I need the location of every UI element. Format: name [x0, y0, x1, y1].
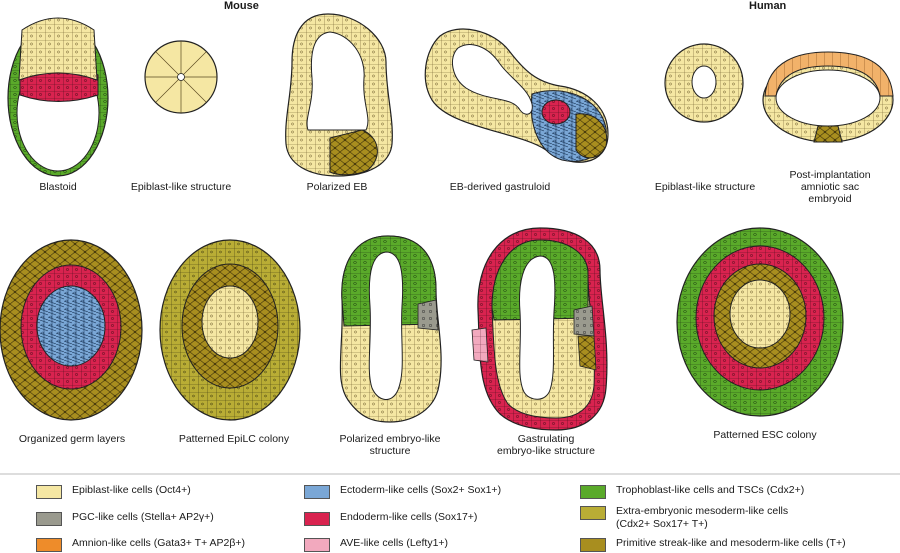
legend-label-pgc: PGC-like cells (Stella+ AP2γ+) [72, 511, 214, 523]
human-header: Human [749, 0, 787, 12]
legend-label-ectoderm: Ectoderm-like cells (Sox2+ Sox1+) [340, 484, 502, 496]
legend-swatch-ectoderm [304, 485, 330, 499]
legend-pgc: PGC-like cells (Stella+ AP2γ+) [36, 511, 214, 526]
polarized-eb-figure [285, 13, 393, 177]
caption-polarized-embryo: Polarized embryo-like structure [320, 433, 460, 457]
caption-amniotic-sac: Post-implantation amniotic sac embryoid [774, 169, 886, 205]
legend-trophoblast: Trophoblast-like cells and TSCs (Cdx2+) [580, 484, 804, 499]
caption-epiblast-human: Epiblast-like structure [654, 181, 756, 193]
legend-swatch-extra-embryonic [580, 506, 606, 520]
legend-primitive-streak: Primitive streak-like and mesoderm-like … [580, 537, 846, 552]
legend-swatch-endoderm [304, 512, 330, 526]
epiblast-structure-mouse [144, 40, 218, 114]
legend-swatch-amnion [36, 538, 62, 552]
esc-colony-figure [676, 227, 844, 417]
caption-epilc: Patterned EpiLC colony [178, 433, 290, 445]
epilc-colony-figure [159, 239, 301, 421]
mouse-header: Mouse [224, 0, 259, 12]
caption-eb-gastruloid: EB-derived gastruloid [449, 181, 551, 193]
legend-swatch-trophoblast [580, 485, 606, 499]
legend-label-ave: AVE-like cells (Lefty1+) [340, 537, 449, 549]
legend-swatch-ave [304, 538, 330, 552]
caption-polarized-eb: Polarized EB [306, 181, 368, 193]
legend-label-primitive-streak: Primitive streak-like and mesoderm-like … [616, 537, 846, 549]
caption-epiblast-mouse: Epiblast-like structure [130, 181, 232, 193]
legend-ave: AVE-like cells (Lefty1+) [304, 537, 448, 552]
caption-blastoid: Blastoid [39, 181, 77, 193]
gastrulating-embryo-figure [471, 227, 608, 431]
caption-germ-layers: Organized germ layers [18, 433, 126, 445]
eb-gastruloid-figure [424, 28, 609, 163]
legend-label-extra-embryonic-line-2: (Cdx2+ Sox17+ T+) [616, 518, 708, 530]
caption-polarized-embryo-line-1: Polarized embryo-like [339, 433, 441, 445]
legend-label-endoderm: Endoderm-like cells (Sox17+) [340, 511, 478, 523]
legend-label-amnion: Amnion-like cells (Gata3+ T+ AP2β+) [72, 537, 246, 549]
legend-label-trophoblast: Trophoblast-like cells and TSCs (Cdx2+) [616, 484, 805, 496]
legend-ectoderm: Ectoderm-like cells (Sox2+ Sox1+) [304, 484, 501, 499]
blastoid-figure [7, 17, 109, 177]
caption-polarized-embryo-line-2: structure [369, 445, 411, 457]
legend-endoderm: Endoderm-like cells (Sox17+) [304, 511, 477, 526]
legend-swatch-pgc [36, 512, 62, 526]
legend-extra-embryonic: Extra-embryonic mesoderm-like cells (Cdx… [580, 505, 788, 531]
caption-gastrulating-line-1: Gastrulating [517, 433, 575, 445]
legend-swatch-primitive-streak [580, 538, 606, 552]
legend-amnion: Amnion-like cells (Gata3+ T+ AP2β+) [36, 537, 245, 552]
epiblast-structure-human [664, 43, 744, 123]
legend-label-extra-embryonic-line-1: Extra-embryonic mesoderm-like cells [616, 505, 789, 517]
legend-swatch-epiblast [36, 485, 62, 499]
legend-label-epiblast: Epiblast-like cells (Oct4+) [72, 484, 191, 496]
caption-amniotic-line-1: Post-implantation [789, 169, 871, 181]
legend-epiblast: Epiblast-like cells (Oct4+) [36, 484, 191, 499]
amniotic-sac-figure [762, 51, 894, 143]
caption-gastrulating-line-2: embryo-like structure [496, 445, 596, 457]
caption-gastrulating: Gastrulating embryo-like structure [476, 433, 616, 457]
caption-esc-colony: Patterned ESC colony [713, 429, 817, 441]
polarized-embryo-figure [339, 235, 442, 423]
caption-amniotic-line-2: amniotic sac [800, 181, 860, 193]
germ-layers-figure [0, 239, 143, 421]
caption-amniotic-line-3: embryoid [808, 193, 852, 205]
